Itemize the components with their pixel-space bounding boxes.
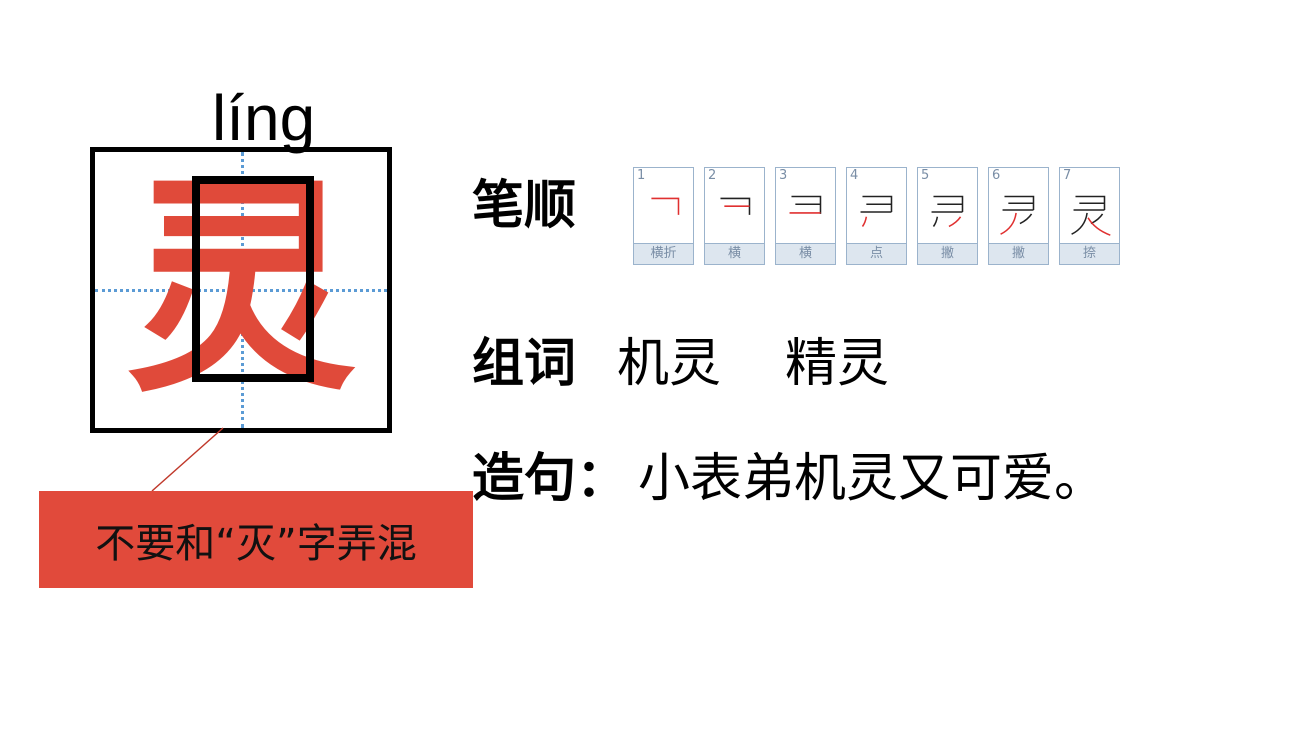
warning-callout: 不要和“灭”字弄混 bbox=[39, 491, 473, 588]
stroke-glyph-icon bbox=[651, 197, 680, 215]
example-sentence: 小表弟机灵又可爱。 bbox=[638, 449, 1107, 509]
stroke-number: 4 bbox=[850, 168, 859, 183]
stroke-name: 撇 bbox=[989, 243, 1048, 264]
callout-text: 不要和“灭”字弄混 bbox=[95, 520, 417, 567]
stroke-card: 2 横 bbox=[704, 167, 765, 265]
pinyin-label: líng bbox=[212, 82, 316, 154]
character-grid: 灵 bbox=[90, 147, 392, 433]
hanzi-character: 灵 bbox=[125, 156, 356, 423]
word-combination-label: 组词 bbox=[472, 334, 577, 394]
stroke-card: 7 捺 bbox=[1059, 167, 1120, 265]
stroke-number: 3 bbox=[779, 168, 788, 183]
stroke-number: 6 bbox=[992, 168, 1001, 183]
stroke-number: 2 bbox=[708, 168, 717, 183]
word-item: 机灵 bbox=[617, 334, 722, 394]
highlight-rectangle bbox=[192, 176, 314, 382]
stroke-order-cards: 1 横折 2 横 3 横 4 点 5 bbox=[633, 167, 1120, 265]
stroke-card: 6 撇 bbox=[988, 167, 1049, 265]
stroke-number: 5 bbox=[921, 168, 930, 183]
horizontal-guide-line bbox=[95, 289, 387, 292]
stroke-card: 4 点 bbox=[846, 167, 907, 265]
stroke-card: 3 横 bbox=[775, 167, 836, 265]
stroke-card: 5 撇 bbox=[917, 167, 978, 265]
stroke-number: 7 bbox=[1063, 168, 1072, 183]
stroke-glyph-icon bbox=[789, 195, 822, 214]
stroke-glyph-icon bbox=[860, 195, 893, 227]
stroke-glyph-icon bbox=[720, 197, 751, 215]
stroke-order-label: 笔顺 bbox=[472, 176, 577, 236]
stroke-name: 撇 bbox=[918, 243, 977, 264]
stroke-number: 1 bbox=[637, 168, 646, 183]
example-sentence-row: 造句： 小表弟机灵又可爱。 bbox=[472, 449, 1106, 509]
stroke-name: 横 bbox=[776, 243, 835, 264]
stroke-glyph-icon bbox=[1000, 195, 1035, 235]
stroke-name: 横折 bbox=[634, 243, 693, 264]
stroke-card: 1 横折 bbox=[633, 167, 694, 265]
word-item: 精灵 bbox=[785, 334, 890, 394]
stroke-name: 捺 bbox=[1060, 243, 1119, 264]
sentence-label: 造句： bbox=[472, 449, 629, 509]
stroke-name: 点 bbox=[847, 243, 906, 264]
stroke-name: 横 bbox=[705, 243, 764, 264]
stroke-glyph-icon bbox=[931, 195, 964, 228]
stroke-glyph-icon bbox=[1071, 195, 1111, 236]
word-list: 机灵 精灵 bbox=[617, 334, 889, 394]
